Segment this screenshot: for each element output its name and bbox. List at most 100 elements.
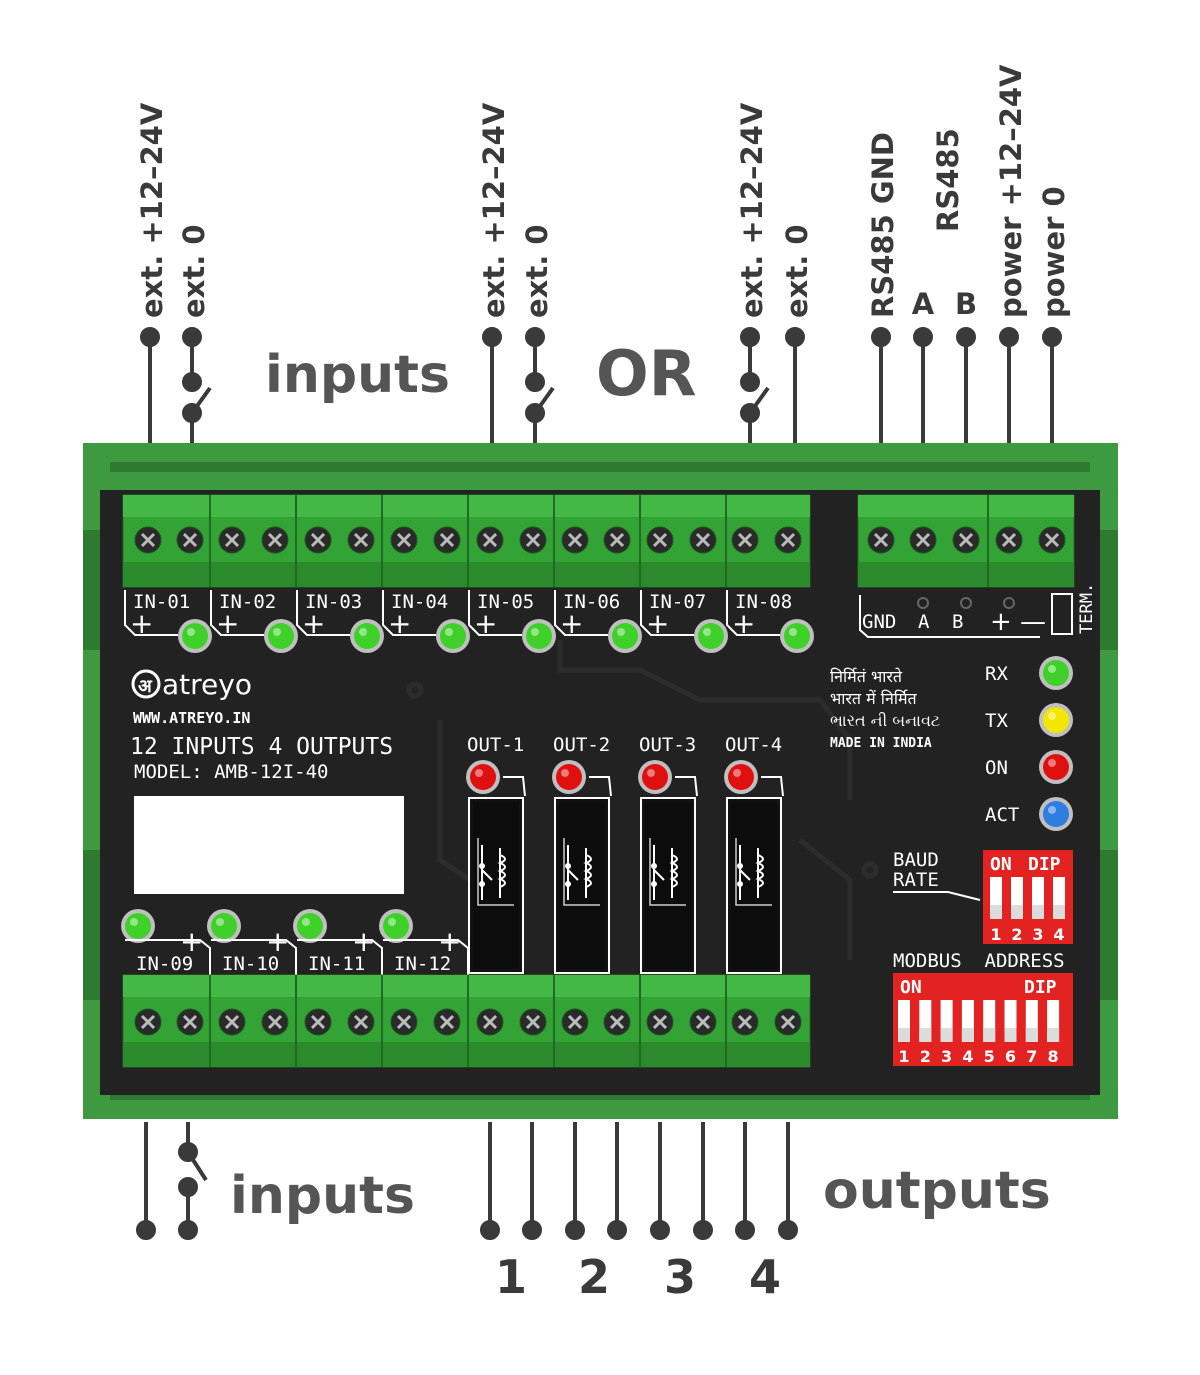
relay-coil-symbol [669,848,678,898]
terminal-screw [867,526,895,554]
wire-terminal-dot [778,1220,798,1240]
modbus-label: MODBUS ADDRESS [893,950,1065,972]
outputs-label: outputs [823,1161,1051,1221]
logo-text: atreyo [162,668,252,701]
led-highlight [1048,759,1056,767]
relay-contact-symbol [481,845,493,900]
led-highlight [302,918,310,926]
input-led [780,619,814,653]
screw-slot [652,532,668,548]
wire-terminal-dot [522,1220,542,1240]
dip-dip-label: DIP [1028,854,1061,875]
term-signs: + — [990,607,1046,637]
label-power-positive: power +12–24V [994,64,1028,318]
status-led-act: ACT [985,797,1073,831]
wire-terminal-dot [565,1220,585,1240]
terminal-screw [952,526,980,554]
terminal-screw [1038,526,1066,554]
input-label-10: IN-10+ [211,925,297,975]
label-power-zero: power 0 [1037,186,1071,318]
relay-contact-dot [737,863,743,869]
wire-terminal-dot [607,1220,627,1240]
led-highlight [1048,712,1056,720]
screw-slot [310,1014,326,1030]
made-in-sanskrit: निर्मितं भारते [830,667,903,686]
relay-contact-dot [565,881,571,887]
label-rs485-gnd: RS485 GND [866,132,900,318]
screw-slot [310,532,326,548]
dip-switch-number: 8 [1048,1047,1059,1066]
led-highlight [216,918,224,926]
relay-coil-symbol [755,848,764,898]
wire-terminal-dot [735,1220,755,1240]
screw-slot [182,532,198,548]
wire-terminal-dot [482,327,502,347]
terminal-screw [134,1008,162,1036]
screw-slot [482,1014,498,1030]
input-name: IN-03 [305,591,362,613]
terminal-block-top [123,495,810,517]
output-label: OUT-4 [725,734,782,756]
led-lens [297,913,323,939]
led-lens [383,913,409,939]
input-name: IN-08 [735,591,792,613]
dip-switch-number: 5 [984,1047,995,1066]
relay-outline [477,838,514,906]
model-number: MODEL: AMB-12I-40 [134,761,328,783]
output-number-2: 2 [578,1250,610,1304]
terminal-screw [603,1008,631,1036]
screw-slot [224,1014,240,1030]
wire-terminal-dot [650,1220,670,1240]
input-label-7: IN-07+ [640,590,706,640]
terminal-screw [176,1008,204,1036]
terminal-separators [209,495,727,587]
top-wiring [140,327,1062,446]
switch-contact [740,372,760,392]
pcb-via [406,681,424,699]
terminal-screw [433,1008,461,1036]
relay-contact-symbol [739,845,751,900]
case-side-notch [83,850,100,1000]
dip-switch-number: 7 [1026,1047,1037,1066]
top-inputs-label: inputs [265,345,450,405]
made-in-hindi: भारत में निर्मित [830,689,918,708]
silkscreen-outline [554,590,608,636]
dip-switch-number: 4 [1053,925,1064,944]
input-led [436,619,470,653]
plus-sign: + [266,925,289,958]
input-name: IN-07 [649,591,706,613]
plus-sign: + [646,607,669,640]
silkscreen-outline [383,939,469,975]
silkscreen-outline [675,776,698,797]
terminal-block-top [123,975,810,997]
led-lens [642,764,668,790]
product-line: 12 INPUTS 4 OUTPUTS [130,734,393,760]
terminal-screw [390,1008,418,1036]
terminal-screw [774,1008,802,1036]
rs485-b-label: B [952,611,963,633]
silkscreen-outline [726,590,780,636]
screw-slot [1001,532,1017,548]
terminal-screw [603,526,631,554]
bottom-terminal-block [122,974,811,1068]
status-led-tx: TX [985,703,1073,737]
terminal-screw [476,526,504,554]
output-label: OUT-2 [553,734,610,756]
screw-slot [182,1014,198,1030]
dip-switch-lever [940,1028,953,1042]
terminal-separators [209,975,727,1067]
status-led-rx: RX [985,656,1073,690]
wire-terminal-dot [182,327,202,347]
output-led [724,760,758,794]
top-input-leds [178,619,814,653]
pcb-trace [437,720,472,883]
terminal-block-bottom [858,562,1074,587]
led-highlight [617,628,625,636]
input-name: IN-12 [394,953,451,975]
input-label-11: IN-11+ [297,925,383,975]
pcb-via [861,861,879,879]
dip-switch-lever [1025,1028,1038,1042]
terminal-screw [347,526,375,554]
